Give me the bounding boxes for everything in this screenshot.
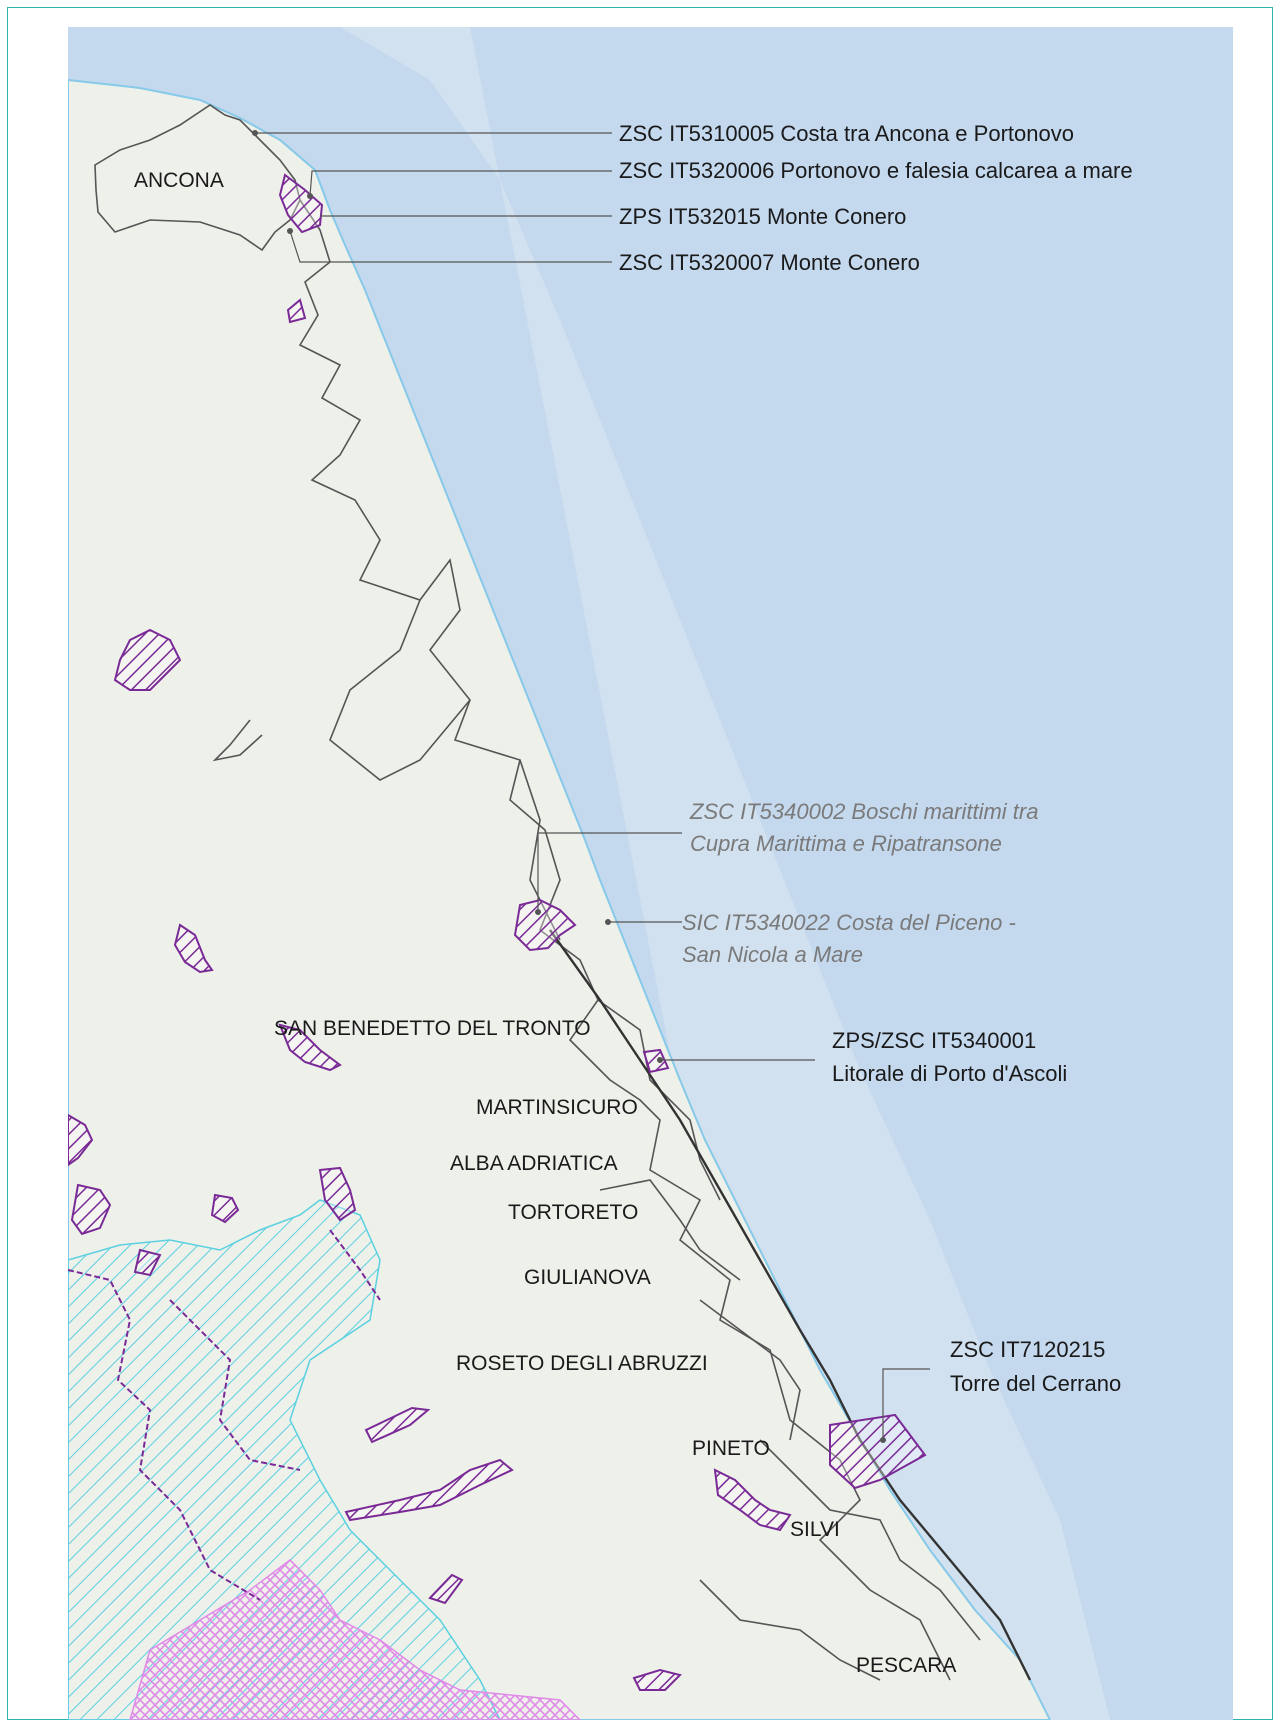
municipal-borders: [94, 104, 981, 1681]
town-label-pineto: PINETO: [692, 1437, 770, 1460]
site-label-it5340022-line1: SIC IT5340022 Costa del Piceno -: [682, 910, 1016, 935]
pink-zone: [129, 1559, 582, 1720]
site-label-it5340022-line2: San Nicola a Mare: [682, 942, 863, 967]
town-label-giulianova: GIULIANOVA: [524, 1266, 651, 1289]
town-labels: ANCONA SAN BENEDETTO DEL TRONTO MARTINSI…: [134, 169, 956, 1677]
site-labels: ZSC IT5310005 Costa tra Ancona e Portono…: [619, 121, 1133, 1396]
site-label-it5340002-line1: ZSC IT5340002 Boschi marittimi tra: [689, 799, 1038, 824]
town-label-pescara: PESCARA: [856, 1654, 956, 1677]
protected-outlines: [68, 1229, 381, 1601]
town-label-san-benedetto: SAN BENEDETTO DEL TRONTO: [274, 1017, 591, 1040]
leader-lines: [255, 132, 930, 1440]
leader-dots: [252, 130, 886, 1443]
coastline: [549, 929, 1032, 1681]
town-label-alba-adriatica: ALBA ADRIATICA: [450, 1152, 618, 1175]
town-label-martinsicuro: MARTINSICURO: [476, 1096, 638, 1119]
river-zone: [68, 1199, 501, 1720]
site-label-it532015: ZPS IT532015 Monte Conero: [619, 204, 906, 229]
site-label-it5340001-line2: Litorale di Porto d'Ascoli: [832, 1061, 1067, 1086]
town-label-roseto: ROSETO DEGLI ABRUZZI: [456, 1352, 708, 1375]
town-label-tortoreto: TORTORETO: [508, 1201, 638, 1224]
site-label-it5310005: ZSC IT5310005 Costa tra Ancona e Portono…: [619, 121, 1074, 146]
protected-areas: [68, 173, 927, 1691]
town-label-ancona: ANCONA: [134, 169, 224, 192]
site-label-it5320007: ZSC IT5320007 Monte Conero: [619, 250, 920, 275]
site-label-it5340002-line2: Cupra Marittima e Ripatransone: [690, 831, 1002, 856]
coastal-shelf: [340, 27, 1110, 1720]
site-label-it7120215-line2: Torre del Cerrano: [950, 1371, 1121, 1396]
town-label-silvi: SILVI: [790, 1518, 840, 1541]
site-label-it5340001-line1: ZPS/ZSC IT5340001: [832, 1028, 1036, 1053]
site-label-it5320006: ZSC IT5320006 Portonovo e falesia calcar…: [619, 158, 1133, 183]
site-label-it7120215-line1: ZSC IT7120215: [950, 1337, 1105, 1362]
